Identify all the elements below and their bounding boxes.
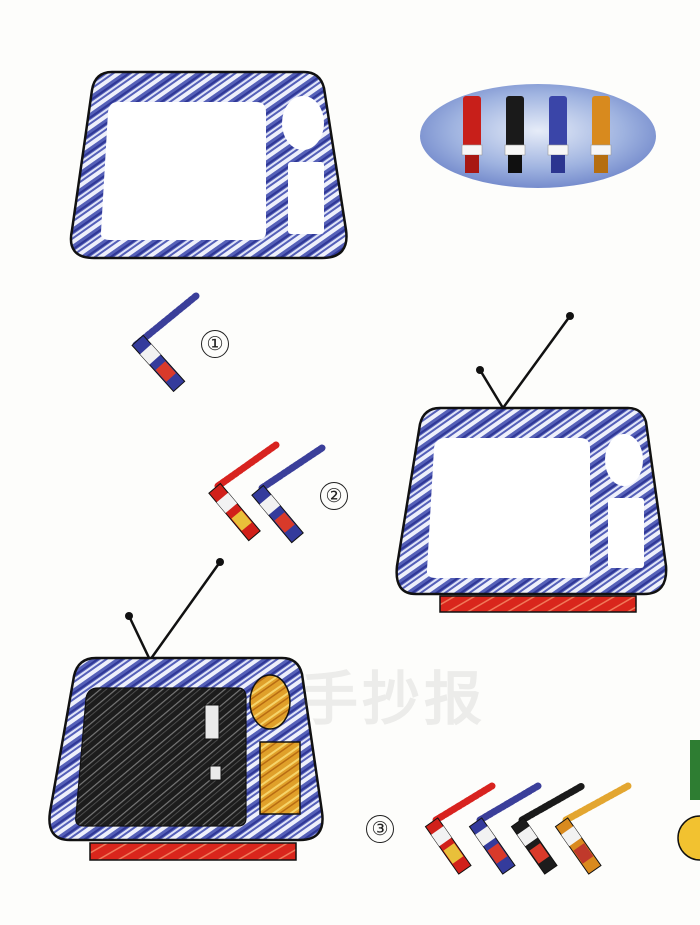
tv-step3 (48, 558, 324, 861)
tv1-screen (100, 102, 266, 240)
crayon-blue-stick (547, 96, 569, 173)
tv1-knob (282, 96, 324, 150)
corner-decoration (677, 740, 700, 861)
tv2-panel (608, 498, 644, 568)
tv2-knob (605, 434, 643, 486)
crayon-box-icon (420, 84, 656, 188)
step1-blue-crayon (131, 292, 200, 393)
tv3-knob (249, 674, 291, 730)
step-number-1: ① (201, 330, 229, 358)
tv2-stand (439, 595, 637, 613)
tv3-stand (89, 842, 297, 861)
step-number-2: ② (320, 482, 348, 510)
antenna-icon (501, 315, 572, 409)
tv3-screen (75, 687, 247, 827)
watermark-text: 手抄报 (300, 665, 487, 733)
tv-step1 (69, 70, 348, 260)
tv3-panel (259, 741, 301, 815)
crayon-black-stick (504, 96, 526, 173)
step2-crayons (208, 441, 326, 544)
tv1-panel (288, 162, 324, 234)
crayon-red-stick (461, 96, 483, 173)
step-number-3: ③ (366, 815, 394, 843)
step3-crayons (424, 782, 632, 875)
tv2-screen (426, 438, 590, 578)
crayon-orange-stick (590, 96, 612, 173)
tv-step2 (395, 312, 668, 613)
